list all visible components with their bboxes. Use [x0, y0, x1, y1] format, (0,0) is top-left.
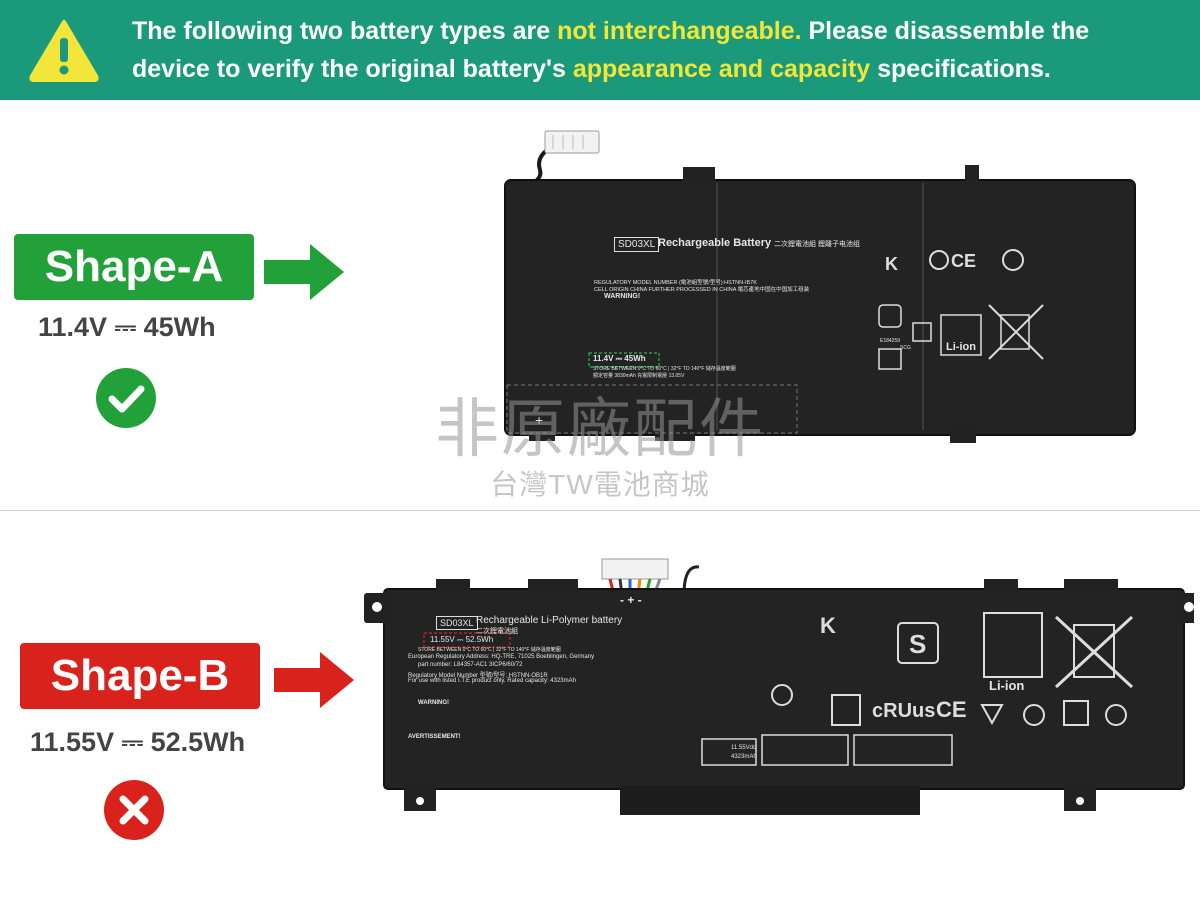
shape-b-label: Shape-B: [20, 643, 260, 709]
battery-b-part-line: part number: L84357-AC1 3ICP6/60/72: [418, 662, 523, 668]
watermark: 非原廠配件 台灣TW電池商城: [420, 392, 780, 502]
svg-text:K: K: [820, 613, 836, 638]
svg-text:cRUus: cRUus: [872, 700, 935, 722]
battery-b-title: Rechargeable Li-Polymer battery: [476, 615, 623, 626]
battery-b-rating: 11.55V ⎓ 52.5Wh: [430, 635, 494, 644]
banner-line-1: The following two battery types are not …: [132, 17, 1090, 45]
svg-text:K: K: [885, 254, 898, 274]
battery-a-store-line: STORE BETWEEN 0°C TO 60°C | 32°F TO 140°…: [593, 366, 736, 372]
warning-triangle-icon: [29, 20, 99, 82]
warning-banner: The following two battery types are not …: [0, 0, 1200, 100]
battery-a-reg-line: REGULATORY MODEL NUMBER (電池組型號/型号):HSTNN…: [594, 280, 757, 286]
shape-a-label: Shape-A: [14, 234, 254, 300]
battery-a-title-cn: 二次鋰電池組 鋰離子电池组: [774, 241, 860, 248]
shape-a-spec: 11.4V ⎓ 45Wh: [38, 312, 216, 342]
battery-b-reg-line: Regulatory Model Number 型號/型号: HSTNN-OB1…: [408, 673, 548, 679]
battery-b-liion: Li-ion: [989, 678, 1025, 693]
right-arrow-icon: [264, 244, 344, 300]
battery-b-avert: AVERTISSEMENT!: [408, 734, 461, 740]
section-divider: [0, 510, 1200, 511]
battery-b-pse-cap: 4323mAh: [731, 754, 757, 760]
cross-circle-icon: [104, 780, 164, 840]
battery-a-model-tag: SD03XL: [614, 237, 660, 252]
battery-b-model-tag: SD03XL: [436, 616, 478, 630]
battery-a-liion: Li-ion: [946, 341, 976, 353]
battery-b-image: K S cRUus CE: [364, 558, 1194, 815]
battery-a-capacity-line: 額定容量 3830mAh 充電限制電壓 13.05V: [593, 373, 685, 379]
banner-line-2: device to verify the original battery's …: [132, 55, 1051, 83]
banner-message: The following two battery types are not …: [132, 12, 1182, 88]
watermark-line-1: 非原廠配件: [435, 393, 765, 467]
right-arrow-icon: [274, 652, 354, 708]
svg-text:CE: CE: [936, 697, 967, 722]
battery-b-use-line: For use with listed I.T.E product only. …: [408, 678, 576, 684]
check-circle-icon: [96, 368, 156, 428]
battery-b-warning: WARNING!: [418, 700, 449, 706]
battery-b-pse-rating: 11.55Vdc: [731, 745, 756, 751]
svg-text:CE: CE: [951, 251, 976, 271]
battery-a-origin-line: CELL ORIGIN CHINA FURTHER PROCESSED IN C…: [594, 287, 810, 293]
battery-a-warning: WARNING!: [604, 293, 641, 300]
battery-a-rating: 11.4V ⎓ 45Wh: [593, 354, 646, 363]
svg-text:S: S: [909, 629, 926, 659]
battery-a-cert-num: E184259: [880, 338, 901, 344]
battery-b-store-line: STORE BETWEEN 0°C TO 60°C | 32°F TO 140°…: [418, 647, 561, 653]
battery-a-image: K CE +: [504, 130, 1136, 443]
battery-a-scg: SCG: [900, 345, 911, 351]
banner-highlight-2: appearance and capacity: [572, 55, 871, 83]
svg-text:+: +: [535, 412, 543, 428]
battery-a-title: Rechargeable Battery: [658, 237, 772, 249]
watermark-line-2: 台灣TW電池商城: [490, 469, 710, 500]
banner-highlight-1: not interchangeable.: [557, 17, 802, 45]
shape-b-spec: 11.55V ⎓ 52.5Wh: [30, 727, 246, 757]
battery-b-eu-line: European Regulatory Address: HQ-TRE, 710…: [408, 654, 595, 660]
battery-b-title-cn: 二次鋰電池組: [476, 628, 518, 635]
battery-b-terminals: - + -: [620, 593, 642, 607]
